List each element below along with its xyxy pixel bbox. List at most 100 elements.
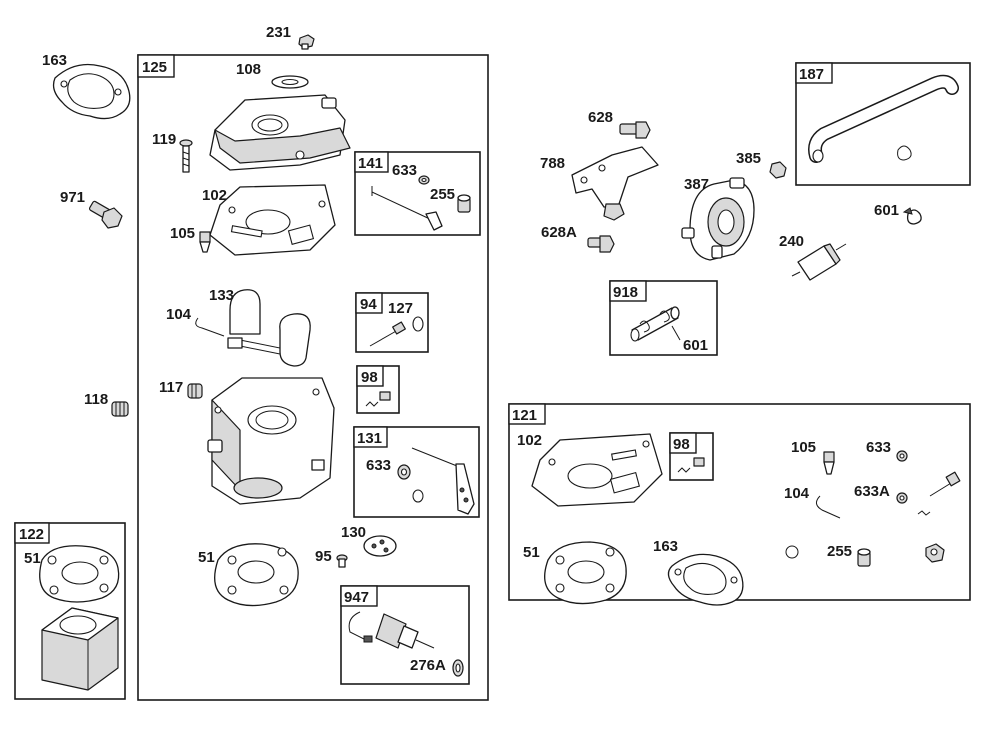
label-255-121: 255 [827, 543, 852, 560]
label-633-131: 633 [366, 457, 391, 474]
part-918-hose [630, 306, 681, 342]
group-918-tag [609, 280, 647, 302]
part-231 [298, 34, 315, 50]
part-98-spring-screw-a [365, 391, 391, 407]
label-133: 133 [209, 287, 234, 304]
part-131-clip [412, 489, 424, 503]
label-163-121: 163 [653, 538, 678, 555]
group-947-label: 947 [344, 589, 369, 606]
label-118: 118 [84, 391, 108, 408]
group-121-box [508, 403, 971, 601]
part-133-float [227, 289, 311, 367]
group-98-label-a: 98 [361, 369, 378, 386]
part-127-oring [412, 316, 424, 332]
part-102-plate [209, 184, 336, 256]
label-51-125: 51 [198, 549, 215, 566]
part-130-plate [363, 535, 397, 557]
label-387: 387 [684, 176, 709, 193]
part-carb-top-body [209, 94, 351, 171]
part-131-throttle-shaft [411, 447, 475, 515]
part-51-gasket-122 [39, 545, 120, 603]
group-94-tag [355, 292, 383, 314]
part-971-bolt [88, 200, 123, 229]
part-104-pin [195, 317, 225, 337]
part-121-fitting [925, 543, 945, 563]
part-carb-main-body [207, 377, 335, 505]
group-141-label: 141 [358, 155, 383, 172]
part-387-fuel-pump [681, 177, 755, 261]
group-98-label-b: 98 [673, 436, 690, 453]
label-95: 95 [315, 548, 332, 565]
group-918-label: 918 [613, 284, 638, 301]
label-102: 102 [202, 187, 227, 204]
part-108-gasket [271, 75, 309, 89]
label-628A: 628A [541, 224, 577, 241]
label-51-121: 51 [523, 544, 540, 561]
group-918-box [609, 280, 718, 356]
group-187-tag [795, 62, 833, 84]
label-51-122: 51 [24, 550, 41, 567]
group-141-tag [354, 151, 389, 173]
group-98-tag-a [356, 365, 384, 387]
part-163-gasket [52, 63, 131, 120]
part-105-needle-121 [823, 451, 835, 475]
group-122-tag [14, 522, 50, 544]
group-947-box [340, 585, 470, 685]
part-141-shaft [371, 186, 443, 231]
part-947-solenoid [348, 611, 435, 649]
group-131-label: 131 [357, 430, 382, 447]
part-102-plate-121 [531, 433, 663, 507]
label-105-121: 105 [791, 439, 816, 456]
label-119: 119 [152, 131, 176, 148]
part-51-gasket-121 [544, 541, 627, 605]
part-95-screw [336, 554, 348, 568]
part-117-fitting [187, 383, 203, 399]
part-633-washer-131 [397, 464, 411, 480]
group-125-box [137, 54, 489, 701]
label-788: 788 [540, 155, 565, 172]
part-spacer-122 [41, 607, 119, 691]
part-240-filter [791, 243, 847, 281]
part-121-adjust-screw [917, 471, 961, 516]
group-187-label: 187 [799, 66, 824, 83]
group-947-tag [340, 585, 378, 607]
part-628-bolt [619, 121, 651, 139]
group-131-box [353, 426, 480, 518]
label-108: 108 [236, 61, 261, 78]
part-104-pin-121 [816, 495, 841, 519]
part-119-screw [179, 139, 193, 173]
label-255-141: 255 [430, 186, 455, 203]
label-628: 628 [588, 109, 613, 126]
label-276A: 276A [410, 657, 446, 674]
part-788-bracket [571, 146, 659, 221]
label-104: 104 [166, 306, 192, 323]
label-231: 231 [266, 24, 291, 41]
group-187-box [795, 62, 971, 186]
label-601-918: 601 [683, 337, 708, 354]
group-122-box [14, 522, 126, 700]
label-633-121: 633 [866, 439, 891, 456]
part-633-washer-121 [896, 450, 908, 462]
group-141-box [354, 151, 481, 236]
group-122-label: 122 [19, 526, 44, 543]
part-385-screw [769, 161, 787, 179]
group-94-label: 94 [360, 296, 377, 313]
part-628A-bolt [587, 235, 615, 253]
label-163-top: 163 [42, 52, 67, 69]
group-121-tag [508, 403, 546, 425]
label-633A: 633A [854, 483, 890, 500]
label-105: 105 [170, 225, 195, 242]
group-98-tag-b [669, 432, 697, 454]
group-94-box [355, 292, 429, 353]
group-121-label: 121 [512, 407, 537, 424]
label-127: 127 [388, 300, 413, 317]
part-187-clamp [897, 145, 912, 161]
group-125-tag [137, 54, 175, 78]
label-601-right: 601 [874, 202, 899, 219]
label-117: 117 [159, 379, 183, 396]
part-105-needle [199, 231, 211, 253]
part-633-washer-141 [418, 175, 430, 185]
label-130: 130 [341, 524, 366, 541]
part-187-fuel-line [808, 74, 959, 163]
